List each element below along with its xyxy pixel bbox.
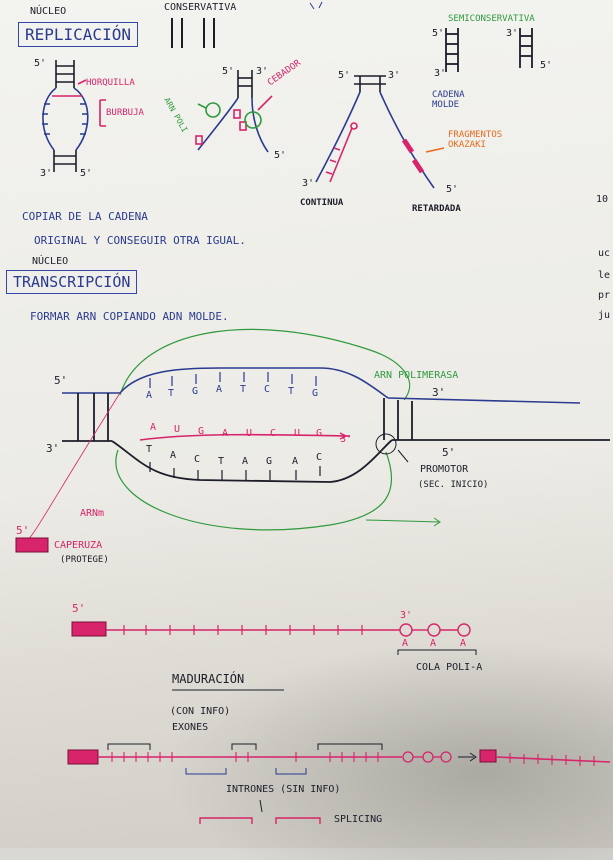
splicing-strand	[67, 689, 611, 824]
top-base-3: G	[192, 386, 199, 397]
exones-label: EXONES	[172, 722, 209, 733]
replication-note-line1: COPIAR DE LA CADENA	[22, 210, 148, 223]
poly-a-1: A	[402, 638, 409, 649]
prime-bubble-3: 3'	[40, 168, 53, 179]
prime-mrna-5: 5'	[72, 602, 86, 615]
prime-fork3-3: 3'	[388, 70, 401, 81]
prime-fork3-5: 5'	[338, 70, 351, 81]
horquilla-label: HORQUILLA	[86, 78, 135, 88]
fork-leading-lagging	[315, 75, 445, 189]
prime-bubble-5b: 5'	[80, 168, 93, 179]
top-base-2: T	[168, 388, 175, 399]
prime-fork2-3: 3'	[256, 66, 269, 77]
bottom-base-4: T	[218, 456, 225, 467]
prime-bubble-5: 5'	[34, 58, 47, 69]
fork-with-primer	[195, 70, 273, 153]
top-base-7: T	[288, 386, 295, 397]
conservative-label: CONSERVATIVA	[164, 2, 237, 13]
top-base-8: G	[312, 388, 319, 399]
prime-rna-3: 3'	[340, 434, 353, 445]
top-base-6: C	[264, 384, 271, 395]
top-base-5: T	[240, 384, 247, 395]
margin-fragment-1: 10	[596, 194, 609, 205]
splicing-label: SPLICING	[334, 814, 383, 825]
transcription-bubble	[23, 328, 610, 541]
sec-inicio-label: (SEC. INICIO)	[418, 480, 489, 490]
cap-box-1	[15, 537, 49, 553]
bottom-base-3: C	[194, 454, 201, 465]
margin-fragment-5: ju	[598, 310, 611, 321]
continua-label: CONTINUA	[300, 198, 344, 208]
margin-fragment-4: pr	[598, 290, 611, 301]
semiconservative-ladders	[445, 28, 533, 72]
arnm-label: ARNm	[80, 508, 105, 519]
bottom-base-7: A	[292, 456, 299, 467]
prime-fork2-5b: 5'	[274, 150, 287, 161]
conservative-bars	[171, 18, 215, 48]
bottom-base-8: C	[316, 452, 323, 463]
prime-fork3-3b: 3'	[302, 178, 315, 189]
prime-semi-3: 3'	[434, 68, 447, 79]
poly-a-3: A	[460, 638, 467, 649]
rna-base-2: U	[174, 424, 181, 435]
replication-bubble	[42, 60, 106, 172]
prime-tx-top-3: 3'	[432, 386, 446, 399]
prime-tx-top-5: 5'	[54, 374, 68, 387]
caperuza-label: CAPERUZA	[54, 540, 103, 551]
rna-base-4: A	[222, 428, 229, 439]
bottom-base-2: A	[170, 450, 177, 461]
mrna-polya	[71, 621, 477, 655]
prime-fork2-5: 5'	[222, 66, 235, 77]
bottom-base-5: A	[242, 456, 249, 467]
promotor-label: PROMOTOR	[420, 464, 469, 475]
burbuja-label: BURBUJA	[106, 108, 144, 118]
protege-label: (PROTEGE)	[60, 555, 109, 565]
replication-title: REPLICACIÓN	[18, 22, 138, 47]
fragmentos-label: FRAGMENTOS OKAZAKI	[448, 130, 503, 150]
rna-base-8: G	[316, 428, 323, 439]
nucleus-label-replication: NÚCLEO	[30, 6, 67, 17]
prime-tx-bot-5: 5'	[442, 446, 456, 459]
replication-note-line2: ORIGINAL Y CONSEGUIR OTRA IGUAL.	[34, 234, 246, 247]
top-base-4: A	[216, 384, 223, 395]
top-base-1: A	[146, 390, 153, 401]
photo-shadow	[160, 640, 613, 860]
transcription-description: FORMAR ARN COPIANDO ADN MOLDE.	[30, 310, 229, 323]
margin-fragment-2: uc	[598, 248, 611, 259]
prime-semi2-3: 3'	[506, 28, 519, 39]
cadena-molde-label: CADENA MOLDE	[432, 90, 465, 110]
bottom-base-6: G	[266, 456, 273, 467]
prime-mrna-3: 3'	[400, 610, 413, 621]
transcription-title: TRANSCRIPCIÓN	[6, 270, 138, 294]
rna-base-7: U	[294, 428, 301, 439]
intrones-label: INTRONES (SIN INFO)	[226, 784, 341, 795]
arn-polimerasa-label: ARN POLIMERASA	[374, 370, 459, 381]
semiconservative-label: SEMICONSERVATIVA	[448, 14, 535, 24]
nucleus-label-transcription: NÚCLEO	[32, 256, 69, 267]
cola-poli-a-label: COLA POLI-A	[416, 662, 483, 673]
rna-base-1: A	[150, 422, 157, 433]
rna-base-3: G	[198, 426, 205, 437]
margin-fragment-3: le	[598, 270, 611, 281]
bottom-base-1: T	[146, 444, 153, 455]
rna-base-5: U	[246, 428, 253, 439]
prime-semi-5: 5'	[432, 28, 445, 39]
rna-base-6: C	[270, 428, 277, 439]
prime-fork3-5b: 5'	[446, 184, 459, 195]
prime-tx-bot-3: 3'	[46, 442, 60, 455]
prime-arnm-5: 5'	[16, 524, 30, 537]
prime-semi2-5: 5'	[540, 60, 553, 71]
maturation-title: MADURACIÓN	[172, 672, 245, 686]
con-info-label: (CON INFO)	[170, 706, 231, 717]
poly-a-2: A	[430, 638, 437, 649]
retardada-label: RETARDADA	[412, 204, 461, 214]
